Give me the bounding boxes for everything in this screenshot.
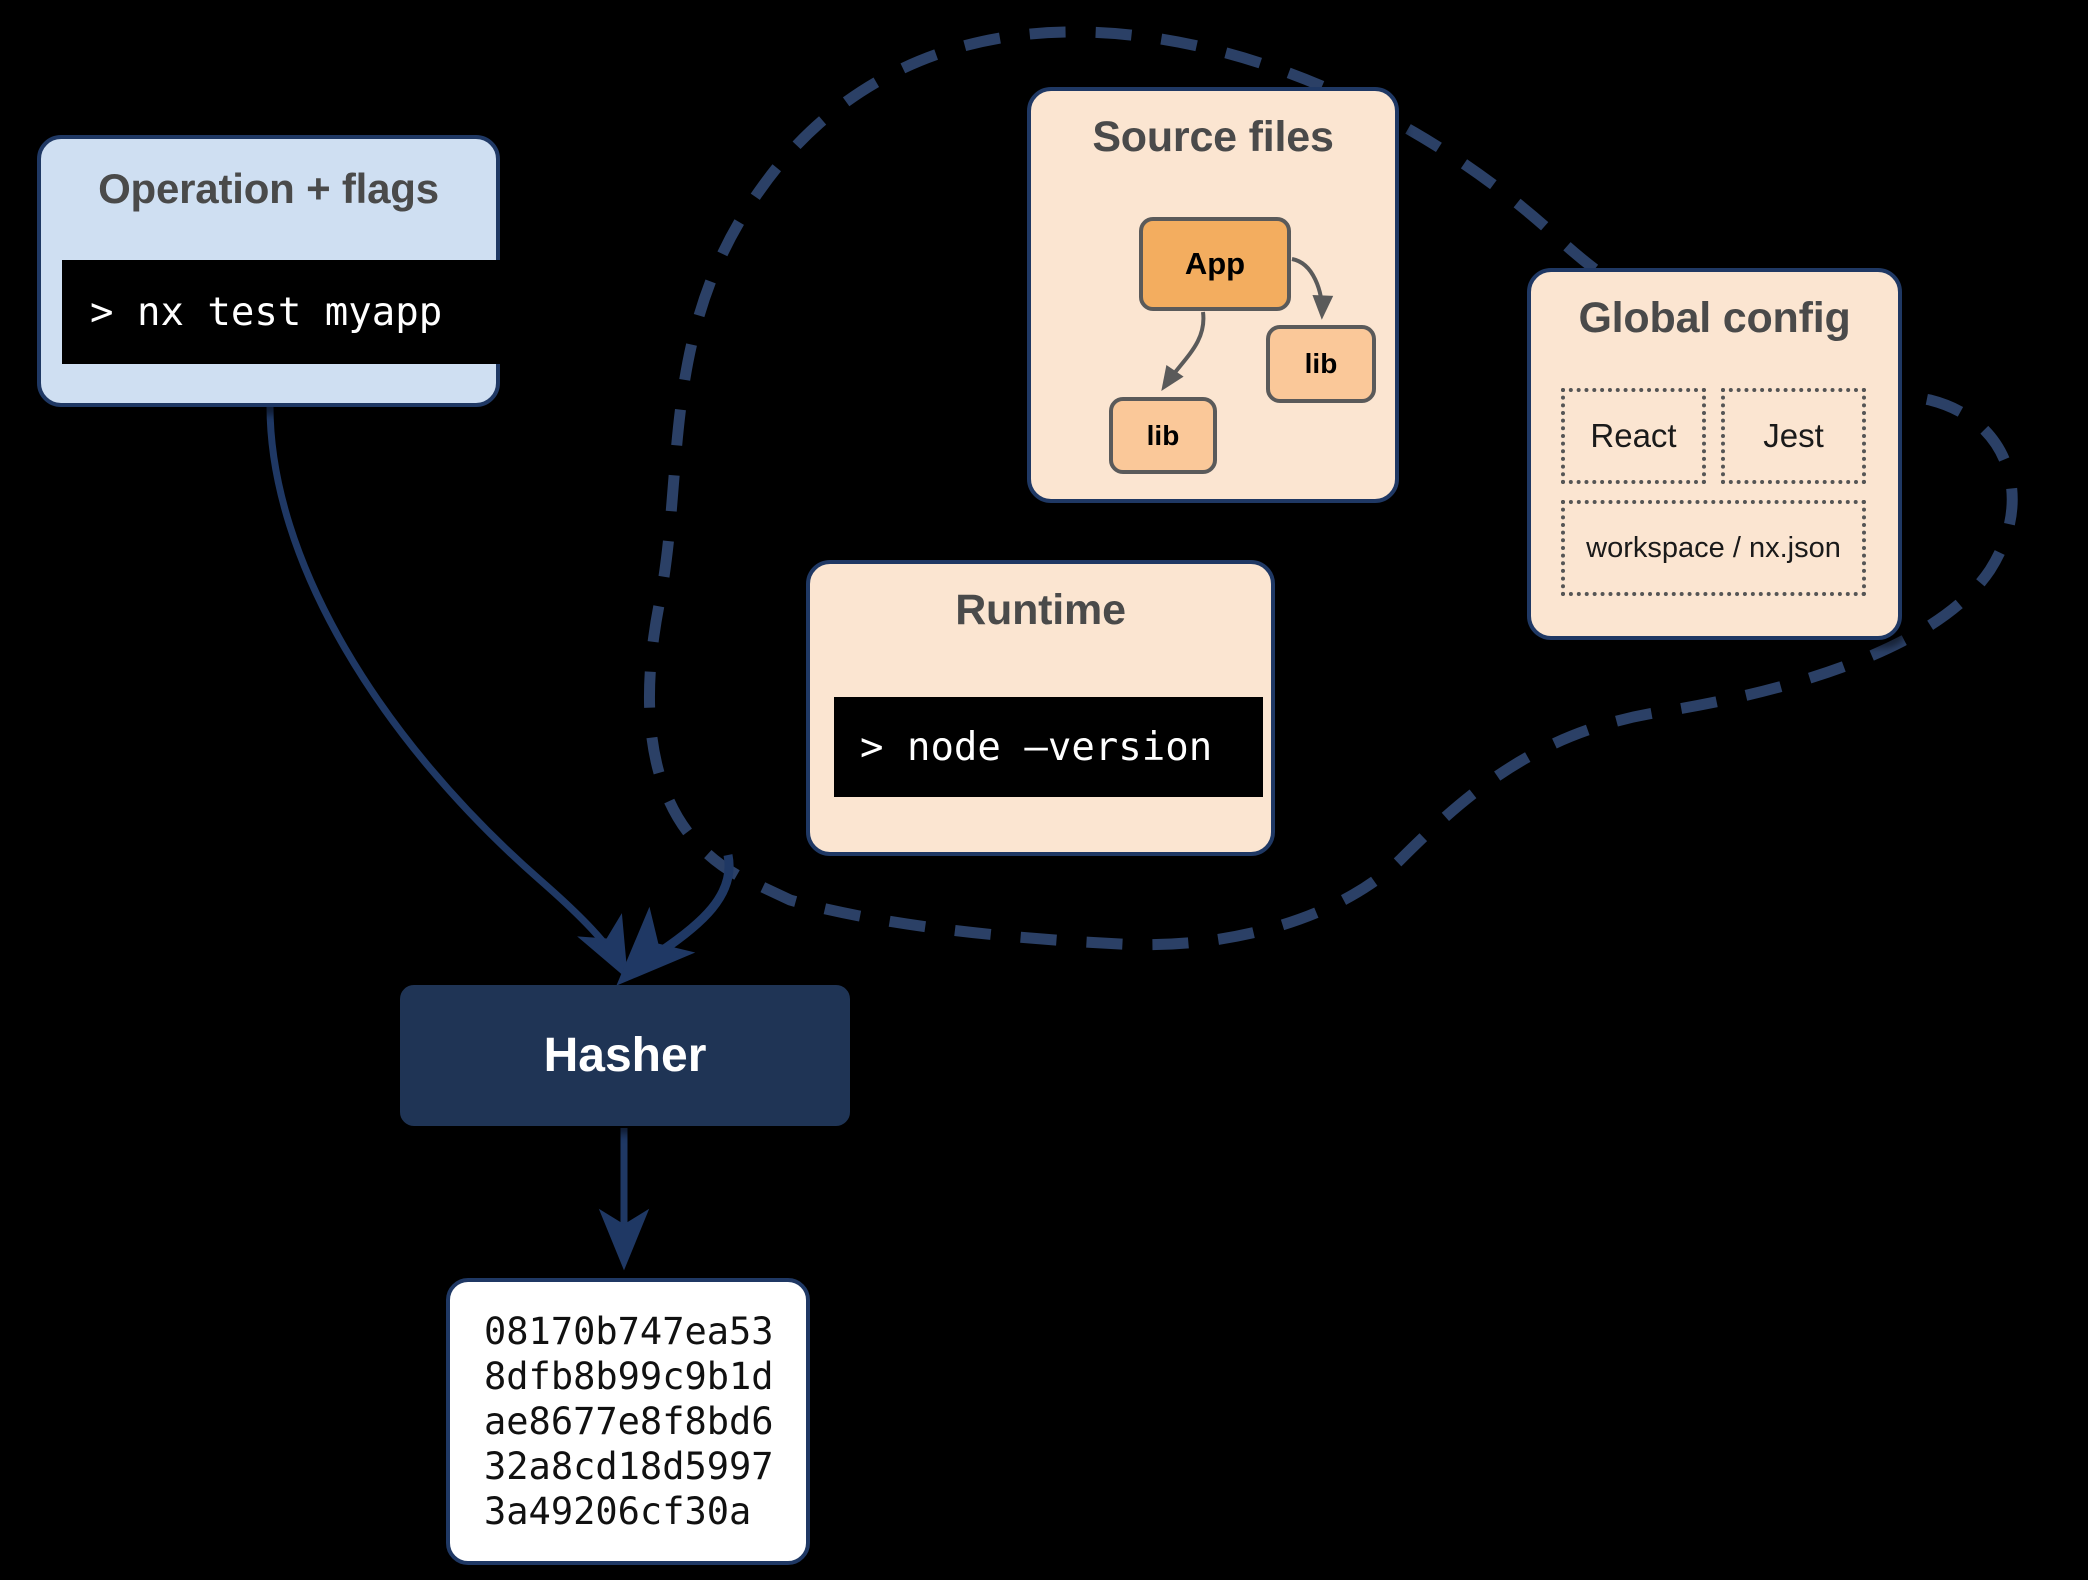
global-config-cell-react[interactable]: React bbox=[1561, 388, 1706, 484]
hasher-node[interactable]: Hasher bbox=[400, 985, 850, 1126]
source-node-lib-left-label: lib bbox=[1146, 419, 1180, 451]
global-config-cell-jest[interactable]: Jest bbox=[1721, 388, 1866, 484]
operation-flags-card: Operation + flags > nx test myapp bbox=[37, 135, 508, 407]
hasher-label: Hasher bbox=[543, 1029, 707, 1082]
runtime-card: Runtime > node –version bbox=[806, 560, 1275, 856]
global-config-title: Global config bbox=[1578, 294, 1851, 342]
global-config-cell-react-label: React bbox=[1590, 417, 1677, 454]
edge-app-to-lib-right bbox=[1291, 257, 1334, 320]
runtime-title: Runtime bbox=[955, 586, 1126, 634]
source-files-title: Source files bbox=[1092, 113, 1334, 161]
runtime-command-text: > node –version bbox=[860, 724, 1213, 770]
operation-command-text: > nx test myapp bbox=[90, 289, 443, 335]
operation-flags-title: Operation + flags bbox=[98, 165, 439, 212]
global-config-card: Global config React Jest workspace / nx.… bbox=[1527, 268, 1902, 640]
global-config-cell-jest-label: Jest bbox=[1763, 417, 1824, 454]
global-config-cell-workspace-label: workspace / nx.json bbox=[1586, 531, 1841, 564]
source-node-lib-right[interactable]: lib bbox=[1266, 325, 1376, 403]
hash-output-box: 08170b747ea53 8dfb8b99c9b1d ae8677e8f8bd… bbox=[446, 1278, 810, 1565]
source-files-edge-layer bbox=[1161, 257, 1334, 391]
edge-inputs-to-hasher bbox=[616, 854, 734, 986]
hash-output-text: 08170b747ea53 8dfb8b99c9b1d ae8677e8f8bd… bbox=[484, 1309, 774, 1534]
source-node-lib-right-label: lib bbox=[1304, 348, 1338, 379]
source-node-app-label: App bbox=[1184, 246, 1246, 281]
source-files-card: Source files App lib lib bbox=[1027, 87, 1399, 503]
global-config-cell-workspace[interactable]: workspace / nx.json bbox=[1561, 500, 1866, 596]
edge-operation-to-hasher bbox=[266, 405, 628, 980]
source-node-app[interactable]: App bbox=[1139, 217, 1291, 311]
operation-terminal: > nx test myapp bbox=[62, 260, 508, 364]
source-node-lib-left[interactable]: lib bbox=[1109, 397, 1217, 474]
edge-app-to-lib-left bbox=[1161, 311, 1206, 391]
runtime-terminal: > node –version bbox=[834, 697, 1263, 797]
